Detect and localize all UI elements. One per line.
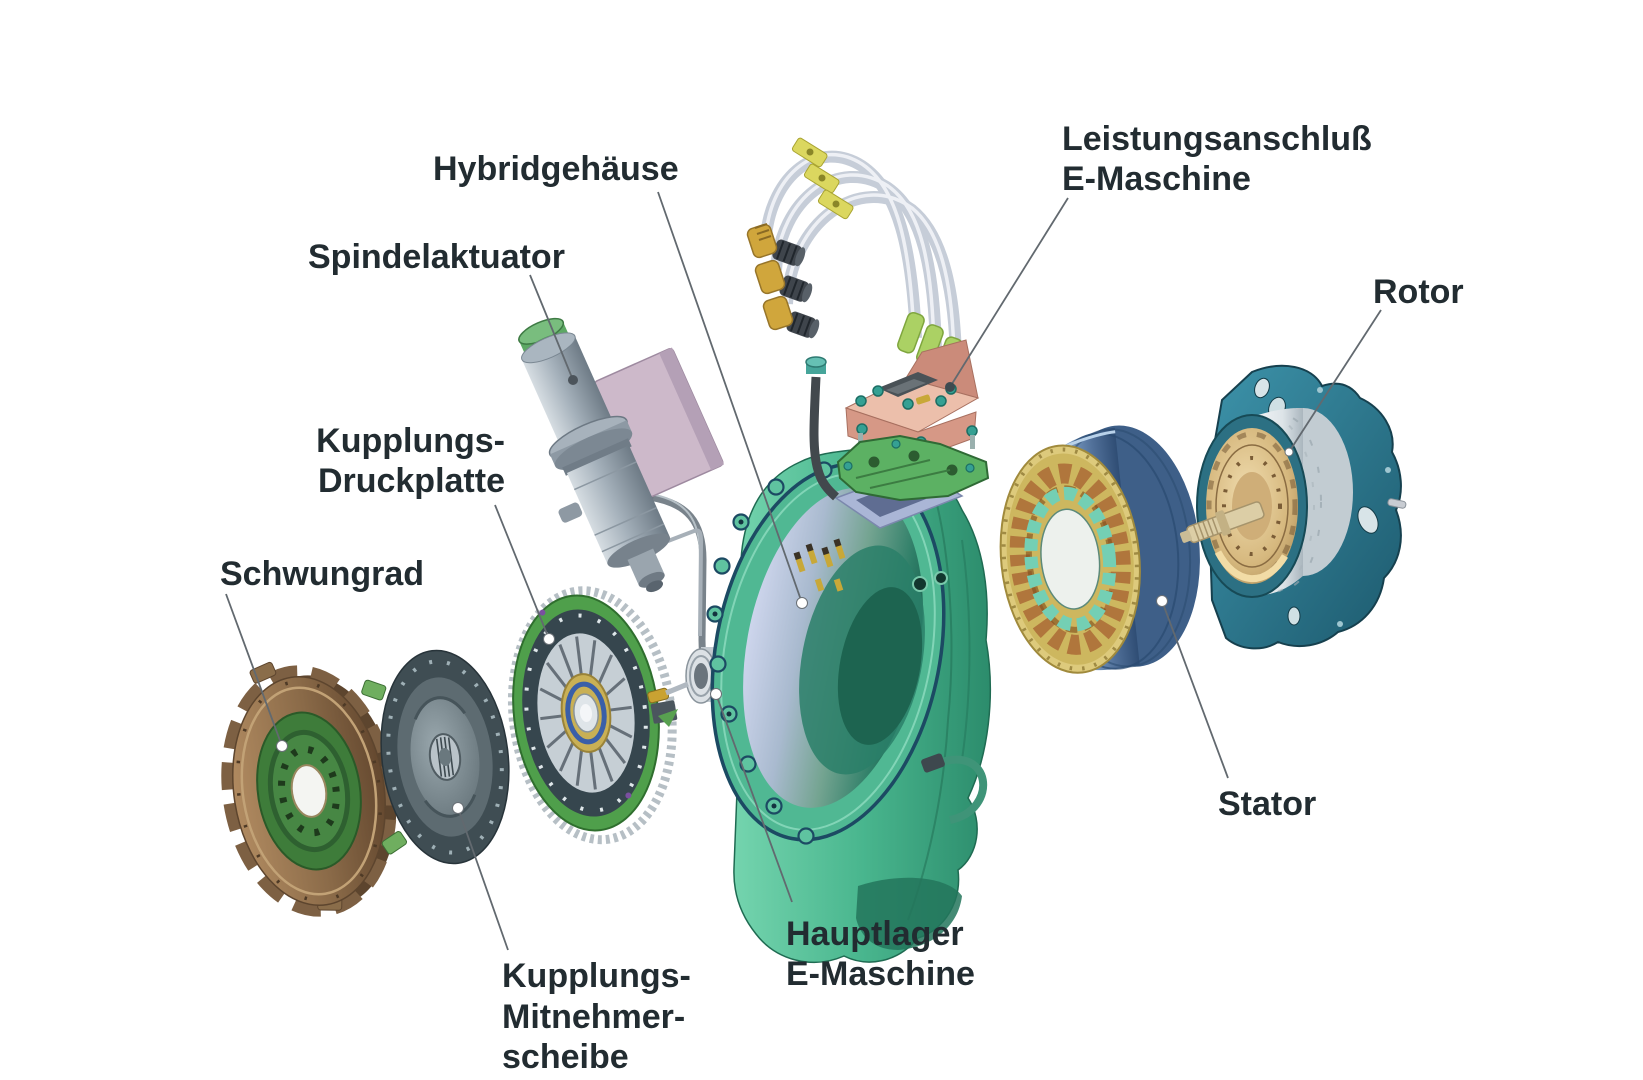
labels: Hybridgehäuse Spindelaktuator Kupplungs-… [220, 120, 1464, 1076]
part-rotor [1179, 364, 1407, 650]
part-stator [999, 425, 1200, 674]
leader-lines [225, 191, 1382, 951]
label-rotor: Rotor [1373, 273, 1464, 311]
callout-dot-hauptlager [710, 688, 722, 700]
label-kupplungs-mitnehmerscheibe-line3: scheibe [502, 1038, 629, 1076]
label-hauptlager-line2: E-Maschine [786, 955, 975, 993]
callout-dot-spindelaktuator [568, 375, 578, 385]
housing-bracket [836, 434, 990, 502]
leader-rotor [1288, 309, 1382, 453]
label-kupplungs-druckplatte-line2: Druckplatte [318, 462, 505, 500]
callout-dot-rotor [1284, 447, 1294, 457]
callout-dot-schwungrad [276, 740, 288, 752]
cable-connectors [746, 223, 820, 339]
callout-dot-stator [1156, 595, 1168, 607]
part-kupplungs-mitnehmerscheibe [380, 649, 510, 865]
part-spindelaktuator [518, 317, 725, 593]
leader-schwungrad [225, 593, 283, 747]
leader-hauptlager [715, 693, 793, 903]
leader-kupplungs-druckplatte [494, 504, 550, 640]
cable-clips [791, 137, 854, 220]
label-spindelaktuator: Spindelaktuator [308, 238, 565, 276]
callout-dots [276, 375, 1294, 814]
callout-dot-druckplatte [543, 633, 555, 645]
label-stator: Stator [1218, 785, 1316, 823]
part-kupplungs-druckplatte [507, 586, 677, 845]
label-hybridgehaeuse: Hybridgehäuse [433, 150, 679, 188]
label-kupplungs-mitnehmerscheibe-line2: Mitnehmer- [502, 998, 685, 1036]
part-hybridgehaeuse [706, 137, 992, 964]
callout-dot-hybridgehaeuse [796, 597, 808, 609]
label-hauptlager-line1: Hauptlager [786, 915, 964, 953]
label-schwungrad: Schwungrad [220, 555, 424, 593]
label-leistungsanschluss-line1: Leistungsanschluß [1062, 120, 1372, 158]
label-leistungsanschluss-line2: E-Maschine [1062, 160, 1251, 198]
leader-hybridgehaeuse [657, 191, 803, 604]
callout-dot-mitnehmerscheibe [452, 802, 464, 814]
leader-stator [1161, 600, 1229, 779]
leader-kupplungs-mitnehmerscheibe [457, 807, 509, 951]
callout-dot-leistungsanschluss [945, 382, 955, 392]
power-cables [760, 150, 962, 363]
label-kupplungs-mitnehmerscheibe-line1: Kupplungs- [502, 957, 691, 995]
leader-leistungsanschluss [949, 197, 1069, 388]
label-kupplungs-druckplatte-line1: Kupplungs- [316, 422, 505, 460]
leader-spindelaktuator [529, 274, 574, 381]
